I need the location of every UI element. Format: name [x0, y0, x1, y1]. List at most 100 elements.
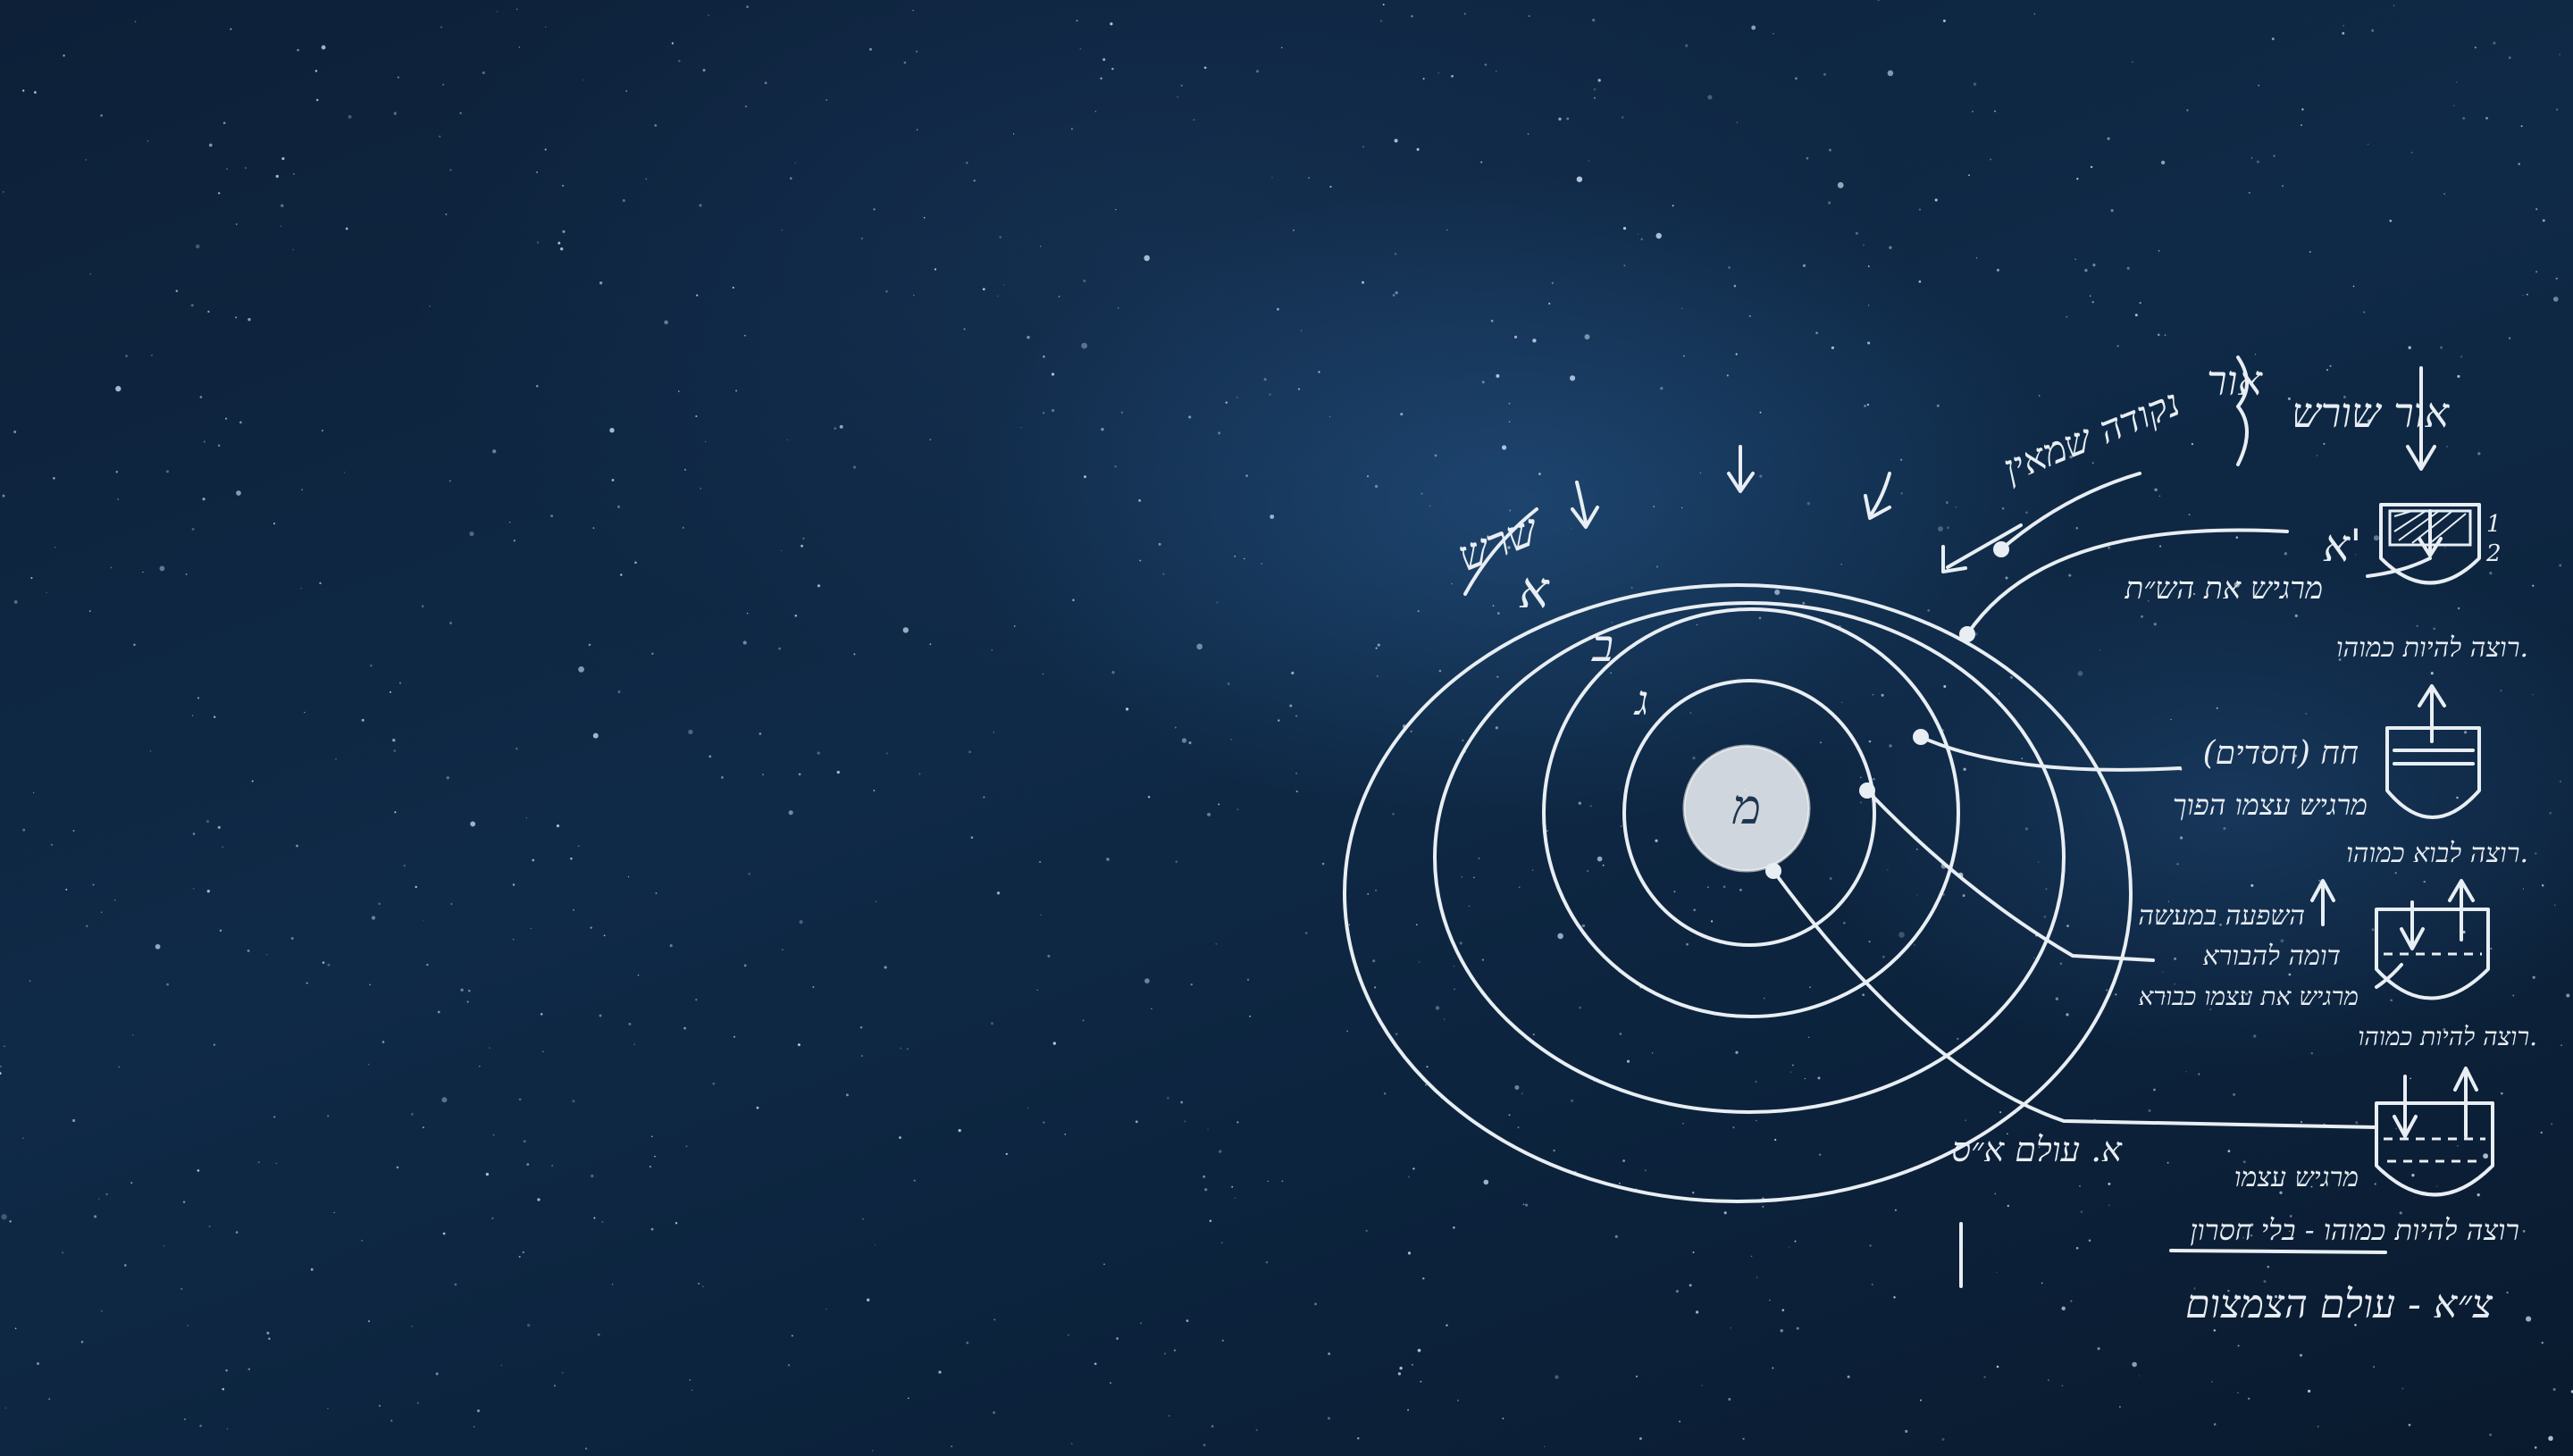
star	[190, 304, 194, 307]
star	[599, 281, 603, 285]
star	[2399, 1211, 2402, 1215]
star	[1685, 44, 1689, 47]
star	[1407, 1176, 1410, 1178]
star	[203, 440, 205, 443]
star	[1437, 72, 1439, 74]
star	[1076, 20, 1078, 22]
star	[88, 610, 91, 612]
star	[1638, 233, 1639, 235]
star	[1039, 860, 1042, 864]
star	[2522, 888, 2525, 890]
star	[2294, 614, 2298, 618]
star	[1410, 730, 1412, 732]
star	[560, 247, 564, 251]
star	[1392, 294, 1395, 297]
star	[0, 1065, 2, 1067]
star	[1462, 739, 1464, 741]
ring-letter-1: א	[1519, 562, 1550, 620]
star	[208, 143, 213, 147]
star	[1972, 111, 1974, 113]
star	[445, 213, 448, 215]
star	[1620, 824, 1622, 828]
star	[903, 61, 907, 64]
star	[1815, 331, 1818, 335]
star	[2170, 718, 2172, 721]
star	[1780, 1329, 1783, 1333]
star	[1962, 894, 1965, 898]
star	[1762, 1205, 1764, 1208]
star	[2534, 1446, 2537, 1449]
star	[1996, 1271, 1998, 1274]
star	[685, 1145, 688, 1148]
star	[1216, 601, 1219, 604]
star	[1102, 58, 1106, 62]
star	[620, 573, 623, 576]
star	[513, 540, 515, 542]
star	[2289, 1215, 2292, 1218]
star	[1916, 894, 1918, 896]
star	[441, 83, 445, 86]
star	[182, 1201, 186, 1204]
star	[2075, 526, 2079, 530]
star	[469, 531, 474, 537]
star	[2138, 1375, 2140, 1377]
star	[213, 715, 216, 718]
star	[1234, 1197, 1236, 1199]
star	[1101, 427, 1104, 431]
star	[1079, 47, 1082, 50]
star	[1492, 605, 1495, 607]
star	[0, 1072, 2, 1075]
star	[1689, 712, 1692, 714]
star	[396, 1166, 399, 1169]
star	[983, 796, 985, 799]
star	[335, 758, 337, 760]
star	[573, 908, 574, 911]
star	[1592, 18, 1596, 22]
star	[1522, 1203, 1525, 1205]
star	[1163, 1352, 1167, 1355]
star	[702, 1285, 704, 1287]
star	[1082, 1019, 1085, 1022]
star	[853, 653, 856, 656]
star	[999, 236, 1002, 238]
star	[2126, 266, 2130, 270]
star	[297, 48, 299, 52]
vessel-3	[2310, 879, 2490, 1000]
star	[2282, 185, 2284, 188]
star	[577, 845, 580, 848]
star	[1451, 74, 1454, 78]
star	[460, 988, 464, 992]
star	[1484, 63, 1488, 66]
star	[1328, 1352, 1331, 1356]
stage-2-text: חח (חסדים) מרגיש עצמו הפוך רוצה לבוא כמו…	[2173, 735, 2528, 869]
star	[1180, 84, 1183, 87]
star	[698, 1282, 700, 1285]
star	[2335, 406, 2338, 408]
star	[2485, 116, 2488, 120]
star	[2477, 452, 2481, 456]
star	[257, 1161, 260, 1164]
star	[2059, 962, 2063, 966]
star	[1692, 1251, 1695, 1253]
star	[390, 1419, 393, 1422]
star	[938, 1370, 942, 1374]
star	[913, 1179, 916, 1182]
star	[1100, 77, 1102, 79]
star	[884, 966, 887, 969]
star	[2535, 271, 2538, 273]
star	[762, 774, 765, 776]
star	[2078, 1184, 2082, 1187]
star	[682, 526, 684, 529]
star	[1070, 128, 1073, 130]
star	[2307, 1389, 2311, 1393]
star	[1727, 265, 1731, 270]
star	[2250, 1234, 2253, 1237]
leader-lines	[1765, 472, 2378, 1129]
star	[654, 1155, 656, 1158]
star	[217, 444, 221, 448]
star	[1918, 208, 1922, 211]
star	[691, 1389, 693, 1391]
star	[1318, 371, 1320, 373]
star	[918, 773, 921, 775]
star	[1203, 66, 1207, 70]
